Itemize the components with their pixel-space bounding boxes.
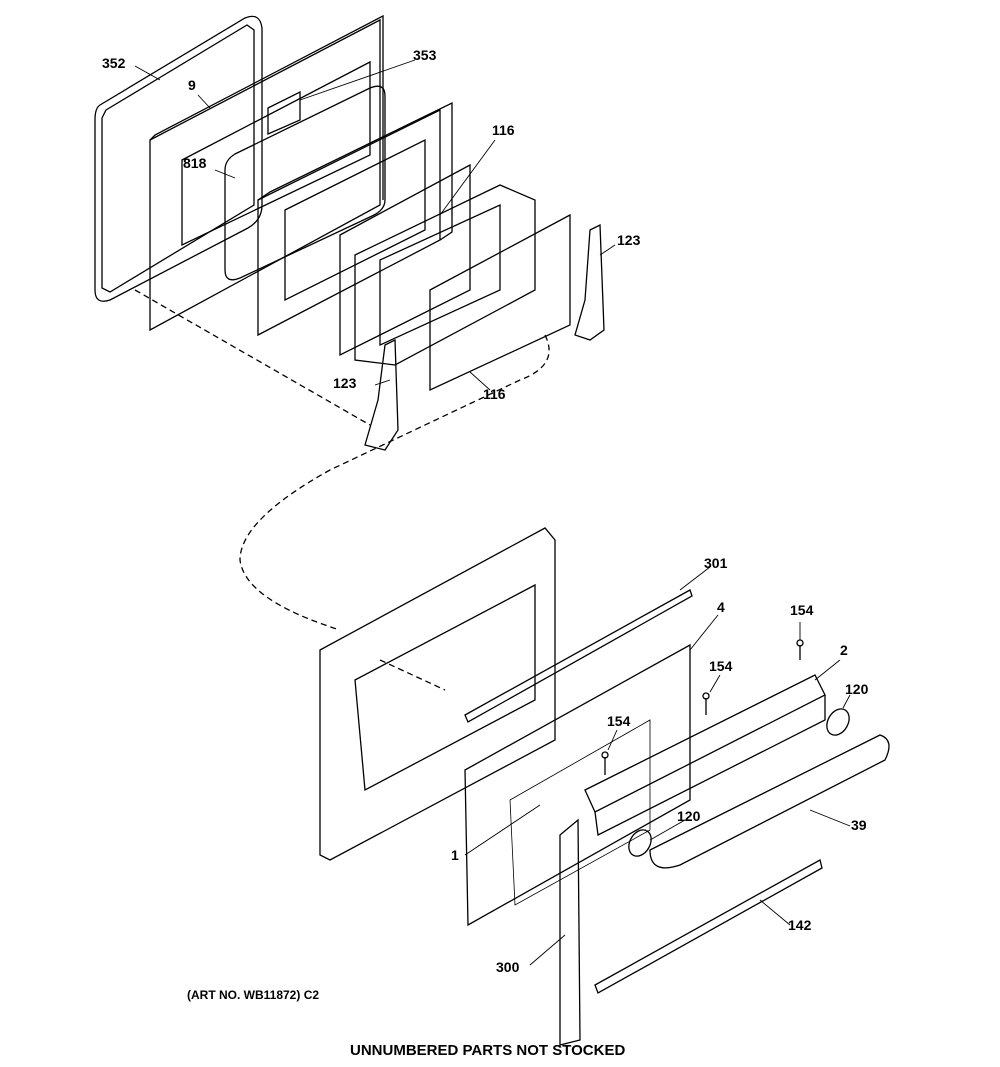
callout-9: 9 <box>188 77 196 93</box>
callout-4: 4 <box>717 599 725 615</box>
callout-123-right: 123 <box>617 232 641 248</box>
callout-154-a: 154 <box>790 602 814 618</box>
callout-2: 2 <box>840 642 848 658</box>
footer-note: UNNUMBERED PARTS NOT STOCKED <box>350 1042 626 1059</box>
callout-353: 353 <box>413 47 437 63</box>
callout-123-left: 123 <box>333 375 357 391</box>
part-352-gasket <box>94 15 263 302</box>
part-818-seal <box>224 85 386 281</box>
callout-352: 352 <box>102 55 126 71</box>
callout-818: 818 <box>183 155 207 171</box>
part-301-strip <box>464 589 693 723</box>
part-154-screws <box>601 639 804 775</box>
part-116-glass-lower <box>429 213 571 392</box>
part-142-rail <box>594 859 823 994</box>
callout-142: 142 <box>788 917 812 933</box>
callout-1: 1 <box>451 847 459 863</box>
part-9-panel <box>149 18 381 332</box>
callout-300: 300 <box>496 959 520 975</box>
part-2-bracket <box>584 674 826 813</box>
callout-154-b: 154 <box>709 658 733 674</box>
callout-120-left: 120 <box>677 808 701 824</box>
art-number: (ART NO. WB11872) C2 <box>187 988 320 1002</box>
callout-301: 301 <box>704 555 728 571</box>
part-300-trim <box>559 818 581 1046</box>
part-4-glass <box>464 643 691 927</box>
part-39-handle <box>649 734 890 869</box>
part-123-hinge-right <box>574 223 605 341</box>
callout-116-upper: 116 <box>492 122 515 138</box>
part-123-hinge-left <box>364 338 399 451</box>
alignment-dashed-lines <box>134 289 550 691</box>
part-116-glass-upper <box>339 163 471 357</box>
outer-door-panel <box>319 527 556 861</box>
callout-120-right: 120 <box>845 681 869 697</box>
part-120-cap-left <box>628 829 652 857</box>
leader-lines <box>134 59 851 966</box>
callout-116-lower: 116 <box>483 386 506 402</box>
callout-154-c: 154 <box>607 713 631 729</box>
inner-box <box>354 184 536 366</box>
part-120-cap-right <box>826 708 850 736</box>
callout-39: 39 <box>851 817 867 833</box>
